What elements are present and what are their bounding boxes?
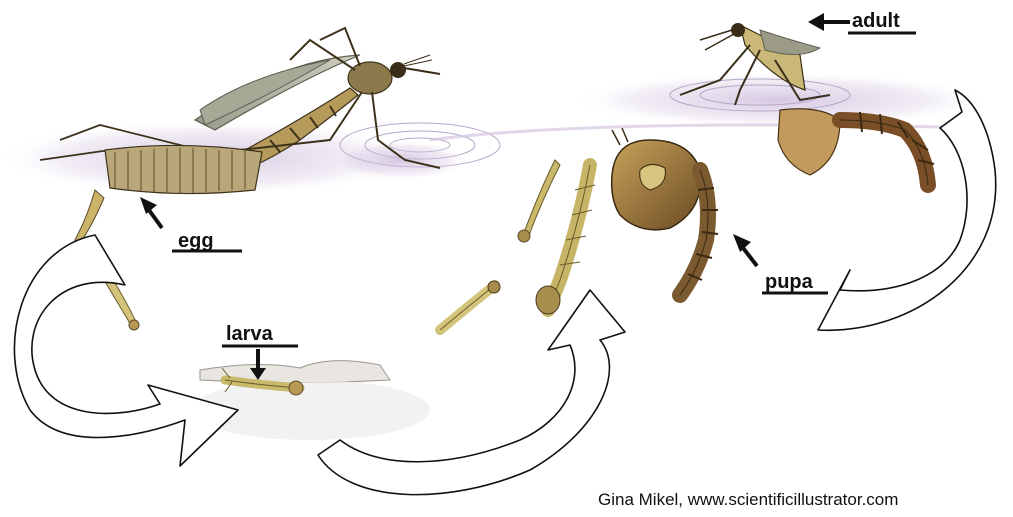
credit-text: Gina Mikel, www.scientificillustrator.co… — [598, 490, 898, 509]
adult-pointer-arrow — [808, 13, 850, 31]
larva-illustration-5 — [440, 281, 500, 330]
pupa-label: pupa — [765, 271, 814, 293]
pupa-illustration — [612, 128, 718, 295]
egg-pointer-arrow — [140, 197, 162, 228]
egg-label: egg — [178, 230, 214, 252]
larva-illustration-3 — [518, 160, 560, 242]
cycle-arrow-egg-to-larva — [14, 235, 238, 466]
adult-label: adult — [852, 10, 900, 32]
pupa-pointer-arrow — [733, 234, 757, 266]
larva-label: larva — [226, 323, 274, 345]
